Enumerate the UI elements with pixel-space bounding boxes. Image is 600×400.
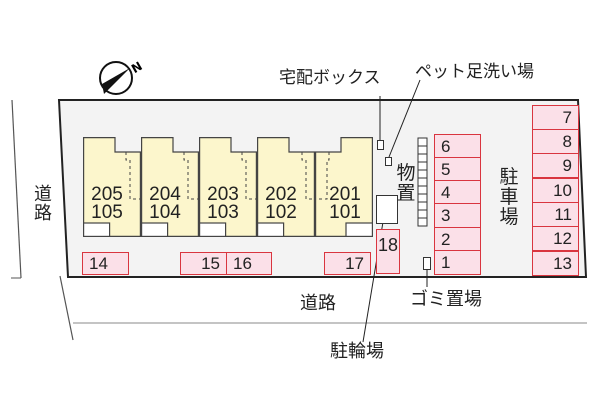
parking-space-4[interactable]: 4 bbox=[434, 180, 481, 204]
pet-wash-marker bbox=[385, 157, 392, 166]
parking-space-15[interactable]: 15 bbox=[180, 252, 227, 275]
parking-space-16[interactable]: 16 bbox=[226, 252, 272, 275]
parking-space-10[interactable]: 10 bbox=[532, 178, 579, 203]
pet-wash-label: ペット足洗い場 bbox=[415, 62, 534, 82]
storage-box bbox=[376, 195, 398, 224]
parking-space-5[interactable]: 5 bbox=[434, 157, 481, 181]
delivery-box-marker bbox=[377, 140, 384, 150]
unit-lower-number: 104 bbox=[149, 202, 181, 223]
unit-204-104[interactable]: 204 104 bbox=[141, 137, 200, 238]
bicycle-parking-label: 駐輪場 bbox=[330, 341, 384, 362]
road-bottom-label: 道路 bbox=[300, 293, 336, 314]
parking-space-7[interactable]: 7 bbox=[532, 105, 579, 130]
unit-upper-number: 202 bbox=[265, 184, 297, 205]
parking-space-3[interactable]: 3 bbox=[434, 203, 481, 228]
unit-upper-number: 205 bbox=[91, 184, 123, 205]
delivery-box-label: 宅配ボックス bbox=[279, 68, 381, 88]
garbage-marker bbox=[423, 257, 431, 270]
parking-space-13[interactable]: 13 bbox=[532, 251, 579, 276]
unit-203-103[interactable]: 203 103 bbox=[199, 137, 258, 238]
parking-space-1[interactable]: 1 bbox=[434, 250, 481, 275]
parking-space-11[interactable]: 11 bbox=[532, 202, 579, 227]
unit-lower-number: 105 bbox=[91, 202, 123, 223]
unit-lower-number: 102 bbox=[265, 202, 297, 223]
unit-lower-number: 101 bbox=[329, 202, 361, 223]
parking-space-14[interactable]: 14 bbox=[82, 252, 129, 275]
parking-space-8[interactable]: 8 bbox=[532, 129, 579, 154]
garbage-label: ゴミ置場 bbox=[410, 289, 482, 310]
parking-label: 駐車場 bbox=[499, 166, 519, 228]
unit-upper-number: 201 bbox=[329, 184, 361, 205]
road-left-label: 道路 bbox=[34, 184, 52, 224]
storage-label: 物置 bbox=[396, 162, 416, 204]
unit-lower-number: 103 bbox=[207, 202, 239, 223]
compass-north-icon: N bbox=[99, 59, 145, 95]
unit-201-101[interactable]: 201 101 bbox=[315, 137, 374, 238]
parking-space-9[interactable]: 9 bbox=[532, 153, 579, 178]
storage-shelves bbox=[417, 137, 428, 227]
unit-upper-number: 204 bbox=[149, 184, 181, 205]
parking-space-6[interactable]: 6 bbox=[434, 134, 481, 158]
parking-space-2[interactable]: 2 bbox=[434, 227, 481, 251]
unit-upper-number: 203 bbox=[207, 184, 239, 205]
parking-space-12[interactable]: 12 bbox=[532, 226, 579, 251]
compass: N bbox=[96, 56, 145, 96]
unit-205-105[interactable]: 205 105 bbox=[83, 137, 142, 238]
unit-202-102[interactable]: 202 102 bbox=[257, 137, 316, 238]
parking-space-18[interactable]: 18 bbox=[376, 229, 400, 274]
parking-space-17[interactable]: 17 bbox=[324, 252, 371, 275]
